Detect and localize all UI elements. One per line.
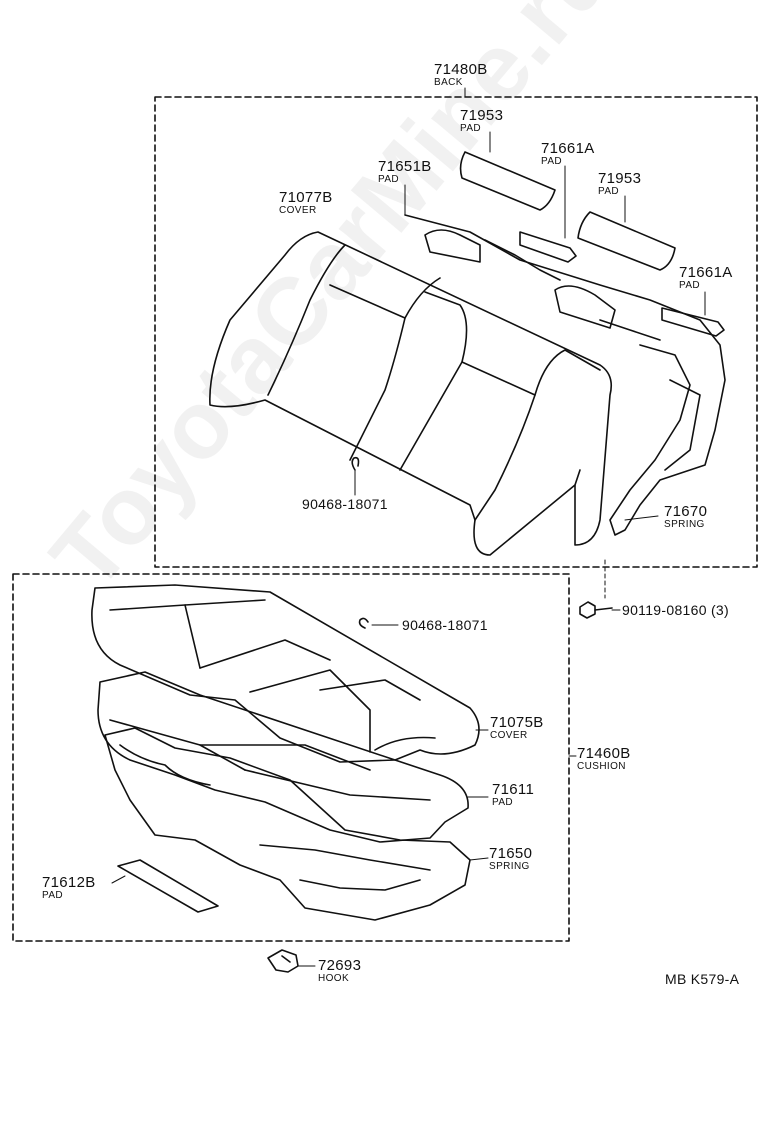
pad-71612b-drawing (117, 859, 219, 913)
part-name: HOOK (318, 973, 350, 984)
cushion-clip-drawing (358, 617, 369, 629)
part-number: 71953 (460, 107, 504, 124)
part-name: BACK (434, 77, 463, 88)
part-number: 71460B (577, 745, 631, 762)
part-name: COVER (490, 730, 528, 741)
part-name: PAD (541, 156, 563, 167)
pad-71953-lower-drawing (577, 211, 676, 271)
part-name: SPRING (489, 861, 530, 872)
hook-drawing (267, 949, 299, 973)
part-number: 71480B (434, 61, 488, 78)
label-pad-71953-lower: 71953 PAD (598, 171, 641, 197)
back-assembly-boundary (154, 96, 758, 568)
label-spring-71670: 71670 SPRING (664, 504, 707, 530)
label-cover-71075b: 71075B COVER (490, 715, 544, 741)
part-number: 71075B (490, 714, 544, 731)
part-name: PAD (492, 797, 514, 808)
part-number: 71651B (378, 158, 432, 175)
part-number: 71077B (279, 189, 333, 206)
label-back-assembly: 71480B BACK (434, 62, 488, 88)
part-name: PAD (42, 890, 64, 901)
label-clip-cushion: 90468-18071 (402, 617, 488, 633)
cushion-frame-drawing (104, 727, 471, 921)
bolt-drawing (579, 601, 613, 619)
diagram-code: MB K579-A (665, 971, 740, 987)
label-pad-71661a-upper: 71661A PAD (541, 141, 595, 167)
cushion-assembly-boundary (12, 573, 570, 942)
part-name: PAD (378, 174, 400, 185)
label-pad-71611: 71611 PAD (492, 782, 534, 808)
label-cushion-assembly: 71460B CUSHION (577, 746, 631, 772)
label-bolt: 90119-08160 (3) (622, 602, 729, 618)
part-name: PAD (679, 280, 701, 291)
cushion-pad-drawing (97, 671, 469, 843)
label-pad-71651b: 71651B PAD (378, 159, 432, 185)
pad-71953-upper-drawing (459, 151, 556, 211)
label-hook: 72693 HOOK (318, 958, 361, 984)
label-spring-71650: 71650 SPRING (489, 846, 532, 872)
seat-back-cover-drawing (209, 231, 613, 556)
leader-lines (111, 87, 706, 967)
part-number: 71670 (664, 503, 708, 520)
back-clip-drawing (351, 456, 360, 471)
label-clip-back: 90468-18071 (302, 496, 388, 512)
seat-back-frame-drawing (404, 214, 726, 536)
part-number: 71661A (679, 264, 733, 281)
part-number: 71661A (541, 140, 595, 157)
label-pad-71661a-lower: 71661A PAD (679, 265, 733, 291)
part-name: PAD (460, 123, 482, 134)
label-pad-71612b: 71612B PAD (42, 875, 96, 901)
part-number: 71650 (489, 845, 533, 862)
pad-71661a-upper-drawing (519, 231, 577, 263)
part-number: 71953 (598, 170, 642, 187)
label-cover-71077b: 71077B COVER (279, 190, 333, 216)
part-name: CUSHION (577, 761, 626, 772)
part-number: 71612B (42, 874, 96, 891)
part-name: SPRING (664, 519, 705, 530)
part-number: 72693 (318, 957, 362, 974)
part-name: PAD (598, 186, 620, 197)
label-pad-71953-upper: 71953 PAD (460, 108, 503, 134)
part-number: 71611 (492, 781, 535, 798)
part-name: COVER (279, 205, 317, 216)
pad-71661a-lower-drawing (661, 307, 725, 337)
cushion-cover-drawing (91, 584, 480, 763)
